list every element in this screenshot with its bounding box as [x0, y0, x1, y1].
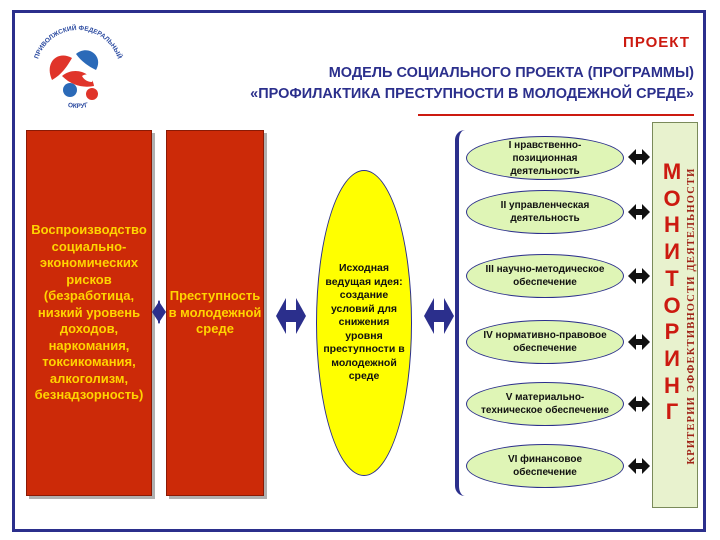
activity-6: VI финансовое обеспечение: [466, 444, 624, 488]
crime-box: Преступность в молодежной среде: [166, 130, 264, 496]
monitoring-letter: Н: [664, 212, 680, 238]
monitoring-panel: М О Н И Т О Р И Н Г КРИТЕРИИ ЭФФЕКТИВНОС…: [652, 122, 698, 508]
monitoring-letter: О: [663, 185, 681, 211]
title-underline: [418, 114, 694, 116]
monitoring-letter: М: [662, 159, 682, 184]
monitoring-letter: Н: [664, 372, 680, 398]
monitoring-letter: И: [664, 345, 680, 371]
logo-bottom-text: ОКРУГ: [67, 102, 89, 110]
title-line-1: МОДЕЛЬ СОЦИАЛЬНОГО ПРОЕКТА (ПРОГРАММЫ): [328, 65, 694, 81]
activity-5: V материально-техническое обеспечение: [466, 382, 624, 426]
activity-3: III научно-методическое обеспечение: [466, 254, 624, 298]
activity-4: IV нормативно-правовое обеспечение: [466, 320, 624, 364]
activity-5-text: V материально-техническое обеспечение: [481, 392, 609, 416]
monitoring-letter: И: [664, 239, 680, 265]
title-line-2: «ПРОФИЛАКТИКА ПРЕСТУПНОСТИ В МОЛОДЕЖНОЙ …: [250, 86, 694, 102]
criteria-text: КРИТЕРИИ ЭФФЕКТИВНОСТИ ДЕЯТЕЛЬНОСТИ: [686, 167, 697, 464]
risk-box: Воспроизводство социально-экономических …: [26, 130, 152, 496]
activity-4-text: IV нормативно-правовое обеспечение: [483, 330, 607, 354]
monitoring-letter: Т: [665, 265, 679, 291]
monitoring-letter: Г: [665, 399, 679, 425]
monitoring-letter: Р: [664, 319, 680, 345]
activity-1-text: I нравственно-позиционная деятельность: [508, 139, 582, 177]
activity-6-text: VI финансовое обеспечение: [507, 454, 583, 478]
risk-box-text: Воспроизводство социально-экономических …: [31, 222, 147, 403]
activities-bracket: [455, 130, 465, 496]
core-idea-ellipse: Исходная ведущая идея: создание условий …: [316, 170, 412, 476]
project-label: ПРОЕКТ: [623, 34, 690, 51]
criteria-side-label: КРИТЕРИИ ЭФФЕКТИВНОСТИ ДЕЯТЕЛЬНОСТИ: [681, 131, 699, 501]
activity-1: I нравственно-позиционная деятельность: [466, 136, 624, 180]
logo: ПРИВОЛЖСКИЙ ФЕДЕРАЛЬНЫЙ ОКРУГ: [22, 14, 134, 122]
monitoring-letter: О: [663, 292, 681, 318]
monitoring-letters: М О Н И Т О Р И Н Г: [659, 159, 685, 426]
slide-frame: [12, 10, 706, 532]
activity-3-text: III научно-методическое обеспечение: [485, 264, 605, 288]
crime-box-text: Преступность в молодежной среде: [168, 288, 262, 337]
svg-text:ОКРУГ: ОКРУГ: [67, 102, 89, 110]
core-idea-text: Исходная ведущая идея: создание условий …: [323, 262, 405, 383]
activity-2: II управленческая деятельность: [466, 190, 624, 234]
activity-2-text: II управленческая деятельность: [500, 200, 590, 224]
